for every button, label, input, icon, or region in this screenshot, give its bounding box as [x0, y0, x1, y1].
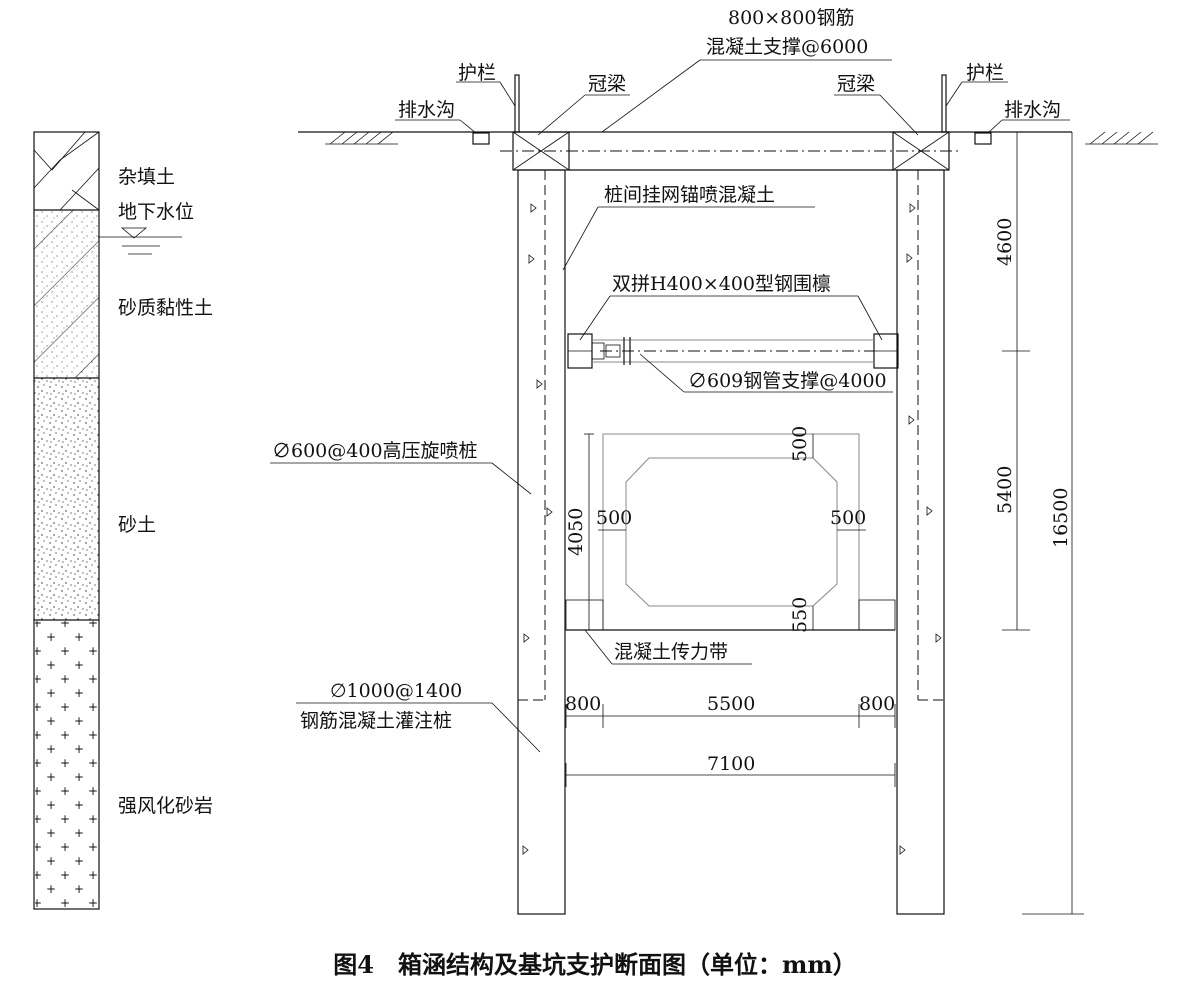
- label-shotcrete: 桩间挂网锚喷混凝土: [604, 184, 775, 206]
- dim-550: 550: [789, 597, 811, 633]
- label-bored-pile-1: ∅1000@1400: [330, 680, 462, 702]
- bottom-dims: [565, 704, 896, 787]
- steel-strut: [567, 333, 899, 369]
- dim-500-right: 500: [830, 507, 866, 529]
- label-top-support-2: 混凝土支撑@6000: [706, 36, 868, 58]
- right-dims: [1002, 131, 1084, 915]
- guardrail-right-icon: [941, 74, 947, 133]
- dim-800-right: 800: [859, 693, 895, 715]
- culvert-dims: [584, 433, 866, 631]
- dim-500-left: 500: [596, 507, 632, 529]
- dim-7100: 7100: [707, 753, 755, 775]
- fill-soil-hatch: [33, 131, 100, 211]
- label-guardrail-right: 护栏: [966, 62, 1004, 84]
- force-band-left: [565, 599, 604, 631]
- bored-pile-right: [896, 169, 945, 915]
- stratum-clay-label: 砂质黏性土: [118, 297, 213, 319]
- strata-column: [33, 131, 100, 910]
- figure-caption: 图4 箱涵结构及基坑支护断面图（单位：mm）: [333, 950, 857, 979]
- label-jet-grout: ∅600@400高压旋喷桩: [272, 440, 478, 462]
- label-guardrail-left: 护栏: [458, 62, 496, 84]
- label-crown-beam-left: 冠梁: [588, 73, 626, 95]
- label-top-support-1: 800×800钢筋: [728, 7, 854, 29]
- guardrail-left-icon: [514, 74, 520, 133]
- dim-500-top: 500: [789, 426, 811, 462]
- leader-lines: [270, 59, 1070, 753]
- water-level-icon: [98, 227, 182, 255]
- stratum-fill-label: 杂填土: [118, 166, 175, 188]
- label-waler: 双拼H400×400型钢围檩: [612, 273, 831, 295]
- drain-left-icon: [472, 132, 490, 145]
- stratum-rock-label: 强风化砂岩: [118, 795, 213, 817]
- dim-5400: 5400: [994, 466, 1016, 514]
- dim-800-left: 800: [565, 693, 601, 715]
- label-crown-beam-right: 冠梁: [837, 73, 875, 95]
- stratum-sand-label: 砂土: [118, 514, 156, 536]
- label-force-band: 混凝土传力带: [614, 641, 728, 663]
- shotcrete-marks: [522, 203, 942, 855]
- rc-strut: [500, 150, 962, 171]
- label-bored-pile-2: 钢筋混凝土灌注桩: [300, 710, 452, 732]
- bored-pile-left: [517, 169, 566, 915]
- box-culvert: [565, 433, 896, 631]
- force-band-right: [858, 599, 896, 631]
- label-drain-left: 排水沟: [398, 99, 455, 121]
- drain-right-icon: [974, 132, 992, 145]
- dim-4050: 4050: [565, 508, 587, 556]
- label-steel-strut: ∅609钢管支撑@4000: [688, 370, 887, 392]
- label-drain-right: 排水沟: [1004, 99, 1061, 121]
- dim-5500: 5500: [707, 693, 755, 715]
- dim-4600: 4600: [994, 218, 1016, 266]
- ground-line: [298, 131, 1158, 145]
- dim-16500: 16500: [1050, 488, 1072, 548]
- water-level-label: 地下水位: [118, 201, 194, 223]
